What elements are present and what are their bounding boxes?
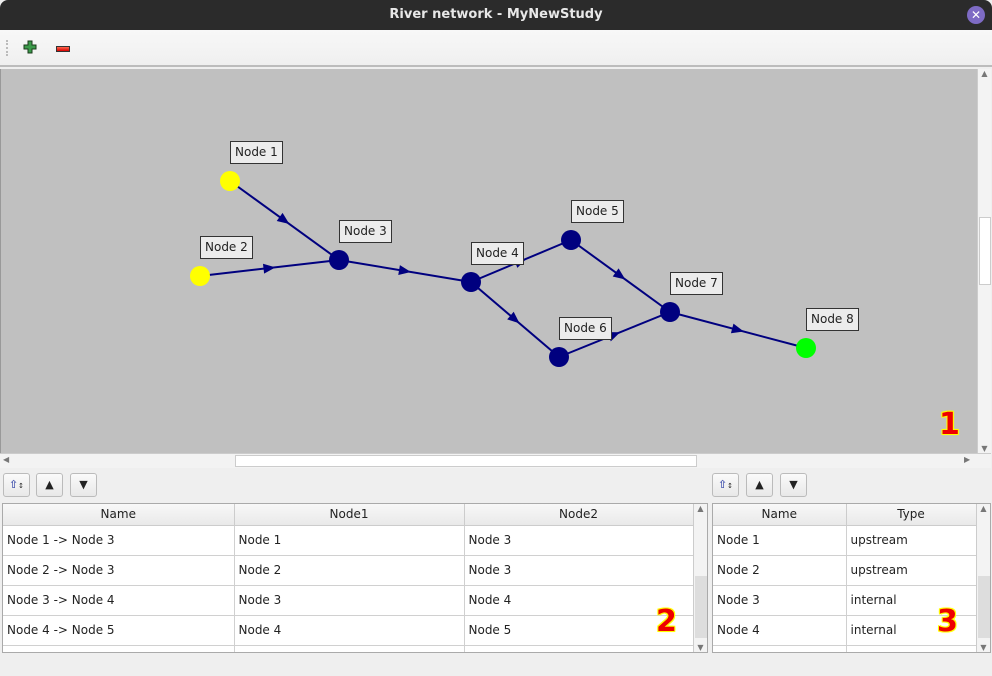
table-cell[interactable]: Node 4 (464, 585, 694, 616)
table-cell[interactable]: Node 2 (234, 555, 465, 586)
edge-arrow-icon (730, 323, 744, 334)
plus-icon[interactable] (23, 40, 37, 54)
table-cell[interactable]: Node 3 (464, 555, 694, 586)
node-8[interactable] (796, 338, 816, 358)
scroll-thumb[interactable] (978, 576, 990, 638)
node-label[interactable]: Node 4 (471, 242, 524, 265)
scroll-thumb[interactable] (979, 217, 991, 285)
window-title: River network - MyNewStudy (389, 7, 603, 22)
scroll-down-icon[interactable]: ▼ (697, 643, 704, 652)
marker-3: 3 (937, 604, 958, 639)
edge-arrow-icon (507, 311, 520, 324)
marker-1: 1 (939, 407, 960, 442)
node-7[interactable] (660, 302, 680, 322)
nodes-arrow-up-icon[interactable]: ▲ (746, 473, 773, 497)
column-header-type[interactable]: Type (846, 504, 977, 526)
nodes-table-scrollbar[interactable]: ▲ ▼ (976, 504, 990, 652)
node-5[interactable] (561, 230, 581, 250)
scroll-up-icon[interactable]: ▲ (980, 504, 987, 513)
hscroll-thumb[interactable] (235, 455, 697, 467)
node-label[interactable]: Node 7 (670, 272, 723, 295)
vertical-scrollbar[interactable]: ▲ ▼ (977, 69, 991, 453)
horizontal-scrollbar[interactable]: ◀ ▶ (0, 453, 991, 468)
node-label[interactable]: Node 2 (200, 236, 253, 259)
edge-arrow-icon (612, 268, 626, 280)
node-label[interactable]: Node 1 (230, 141, 283, 164)
table-cell[interactable]: internal (846, 585, 977, 616)
table-cell[interactable]: Node 1 (234, 525, 465, 556)
node-label[interactable]: Node 8 (806, 308, 859, 331)
scroll-left-icon[interactable]: ◀ (3, 455, 10, 464)
table-cell[interactable]: Node 4 (234, 615, 465, 646)
arrow-up-icon[interactable]: ▲ (36, 473, 63, 497)
table-cell[interactable]: Node 1 (713, 525, 847, 556)
table-cell[interactable]: Node 4 -> Node 5 (3, 615, 235, 646)
table-row-partial[interactable] (713, 645, 977, 652)
column-header-name[interactable]: Name (3, 504, 235, 526)
table-cell[interactable]: Node 3 (234, 585, 465, 616)
sort-icon[interactable]: ⇧↕ (3, 473, 30, 497)
column-header-node1[interactable]: Node1 (234, 504, 465, 526)
nodes-sort-icon[interactable]: ⇧↕ (712, 473, 739, 497)
table-cell[interactable]: upstream (846, 555, 977, 586)
network-graph-canvas[interactable]: Node 1 Node 2 Node 3 Node 4 Node 5 Node 6 Node… (0, 69, 977, 453)
edge-arrow-icon (262, 263, 276, 274)
node-3[interactable] (329, 250, 349, 270)
scroll-down-icon[interactable]: ▼ (980, 643, 987, 652)
toolbar (0, 30, 992, 67)
node-2[interactable] (190, 266, 210, 286)
table-cell[interactable]: internal (846, 615, 977, 646)
node-label[interactable]: Node 3 (339, 220, 392, 243)
scroll-down-icon[interactable]: ▼ (981, 444, 988, 453)
status-bar (0, 653, 992, 676)
close-icon[interactable]: ✕ (967, 6, 985, 24)
title-bar: River network - MyNewStudy (0, 0, 992, 30)
marker-2: 2 (656, 604, 677, 639)
node-6[interactable] (549, 347, 569, 367)
minus-icon[interactable] (56, 46, 70, 52)
node-1[interactable] (220, 171, 240, 191)
scroll-up-icon[interactable]: ▲ (981, 69, 988, 78)
node-label[interactable]: Node 6 (559, 317, 612, 340)
column-header-node2[interactable]: Node2 (464, 504, 694, 526)
toolbar-grip[interactable] (6, 40, 9, 56)
table-cell[interactable]: Node 3 (713, 585, 847, 616)
table-cell[interactable]: Node 4 (713, 615, 847, 646)
table-cell[interactable]: Node 3 (464, 525, 694, 556)
edge-arrow-icon (398, 265, 411, 275)
scroll-thumb[interactable] (695, 576, 707, 638)
edge-arrow-icon (276, 212, 290, 225)
scroll-up-icon[interactable]: ▲ (697, 504, 704, 513)
table-cell[interactable]: Node 2 -> Node 3 (3, 555, 235, 586)
table-row-partial[interactable] (3, 645, 694, 652)
arrow-down-icon[interactable]: ▼ (70, 473, 97, 497)
column-header-name[interactable]: Name (713, 504, 847, 526)
node-label[interactable]: Node 5 (571, 200, 624, 223)
table-cell[interactable]: Node 1 -> Node 3 (3, 525, 235, 556)
table-cell[interactable]: Node 3 -> Node 4 (3, 585, 235, 616)
table-cell[interactable]: Node 5 (464, 615, 694, 646)
node-4[interactable] (461, 272, 481, 292)
table-cell[interactable]: upstream (846, 525, 977, 556)
table-cell[interactable]: Node 2 (713, 555, 847, 586)
nodes-arrow-down-icon[interactable]: ▼ (780, 473, 807, 497)
scroll-right-icon[interactable]: ▶ (964, 455, 971, 464)
edges-table-scrollbar[interactable]: ▲ ▼ (693, 504, 707, 652)
